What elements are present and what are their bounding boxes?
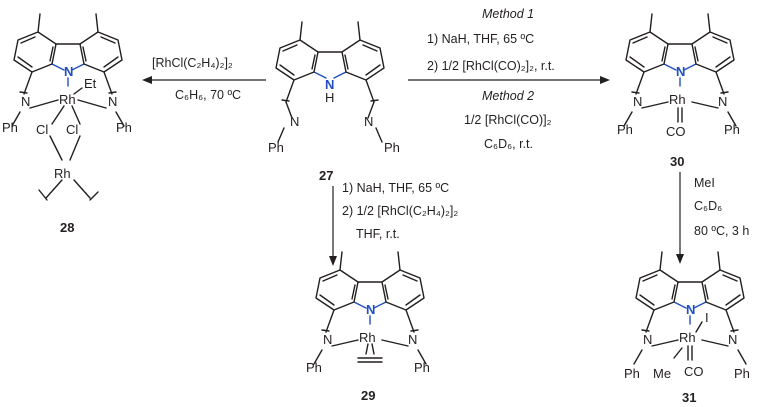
c29-ph1: Ph	[306, 360, 322, 375]
c27-imine-N1: N	[290, 114, 299, 129]
cond-30-m2-line2: C₆D₆, r.t.	[484, 137, 533, 151]
cond-31-line3: 80 ºC, 3 h	[694, 224, 749, 238]
c28-ph2: Ph	[116, 120, 132, 135]
c30-N-label: N	[676, 64, 685, 79]
c31-Me-label: Me	[653, 366, 671, 381]
c29-imine-N2: N	[408, 332, 417, 347]
arrow-27-to-29	[329, 186, 337, 266]
compound-27	[275, 21, 385, 143]
c28-Rh2-label: Rh	[54, 166, 71, 181]
c31-I-label: I	[705, 310, 709, 325]
c27-H-label: H	[325, 90, 334, 105]
cond-30-m2-line1: 1/2 [RhCl(CO)]₂	[464, 113, 552, 127]
cond-28-line2: C₆H₆, 70 ºC	[175, 88, 241, 102]
cond-31-line1: MeI	[694, 176, 715, 190]
c31-N-label: N	[686, 302, 695, 317]
c31-CO-label: CO	[684, 364, 704, 379]
cond-30-method1: Method 1	[482, 7, 534, 21]
c31-number: 31	[682, 390, 696, 405]
c27-imine-N2: N	[364, 114, 373, 129]
c28-number: 28	[60, 220, 74, 235]
compound-30	[623, 13, 737, 127]
c31-ph2: Ph	[734, 366, 750, 381]
cond-29-step2: 2) 1/2 [RhCl(C₂H₄)₂]₂	[342, 204, 458, 218]
arrow-27-to-28	[142, 76, 266, 84]
cond-29-step3: THF, r.t.	[356, 227, 400, 241]
c29-imine-N1: N	[323, 332, 332, 347]
c29-ph2: Ph	[414, 360, 430, 375]
c31-ph1: Ph	[624, 366, 640, 381]
c29-number: 29	[361, 388, 375, 403]
c27-ph1: Ph	[268, 140, 284, 155]
cond-30-method2: Method 2	[482, 89, 534, 103]
c30-ph2: Ph	[724, 122, 740, 137]
c30-CO-label: CO	[666, 124, 686, 139]
arrow-30-to-31	[676, 172, 684, 264]
c28-Et-label: Et	[84, 76, 97, 91]
c27-ph2: Ph	[384, 140, 400, 155]
arrow-27-to-30	[408, 76, 610, 84]
cond-29-step1: 1) NaH, THF, 65 ºC	[342, 181, 449, 195]
c28-N-label: N	[64, 64, 73, 79]
c31-imine-N1: N	[643, 332, 652, 347]
cond-31-line2: C₆D₆	[694, 199, 722, 213]
c28-Cl1: Cl	[36, 122, 48, 137]
cond-28-line1: [RhCl(C₂H₄)₂]₂	[152, 56, 233, 70]
c28-imine-N2: N	[108, 94, 117, 109]
c31-imine-N2: N	[728, 332, 737, 347]
c31-Rh-label: Rh	[679, 330, 696, 345]
c28-ph1: Ph	[2, 120, 18, 135]
compound-29	[313, 251, 427, 365]
c28-Rh-label: Rh	[59, 92, 76, 107]
compound-31	[633, 251, 747, 365]
cond-30-m1-step1: 1) NaH, THF, 65 ºC	[427, 32, 534, 46]
c30-imine-N1: N	[633, 94, 642, 109]
c29-N-label: N	[366, 302, 375, 317]
c29-Rh-label: Rh	[359, 330, 376, 345]
c30-imine-N2: N	[718, 94, 727, 109]
c27-number: 27	[319, 168, 333, 183]
cond-30-m1-step2: 2) 1/2 [RhCl(CO)₂]₂, r.t.	[427, 59, 555, 73]
c30-number: 30	[670, 154, 684, 169]
c27-N-label: N	[325, 77, 334, 92]
c30-Rh-label: Rh	[669, 92, 686, 107]
c28-Cl2: Cl	[66, 122, 78, 137]
compound-28	[11, 13, 125, 201]
c28-imine-N1: N	[21, 94, 30, 109]
c30-ph1: Ph	[617, 122, 633, 137]
